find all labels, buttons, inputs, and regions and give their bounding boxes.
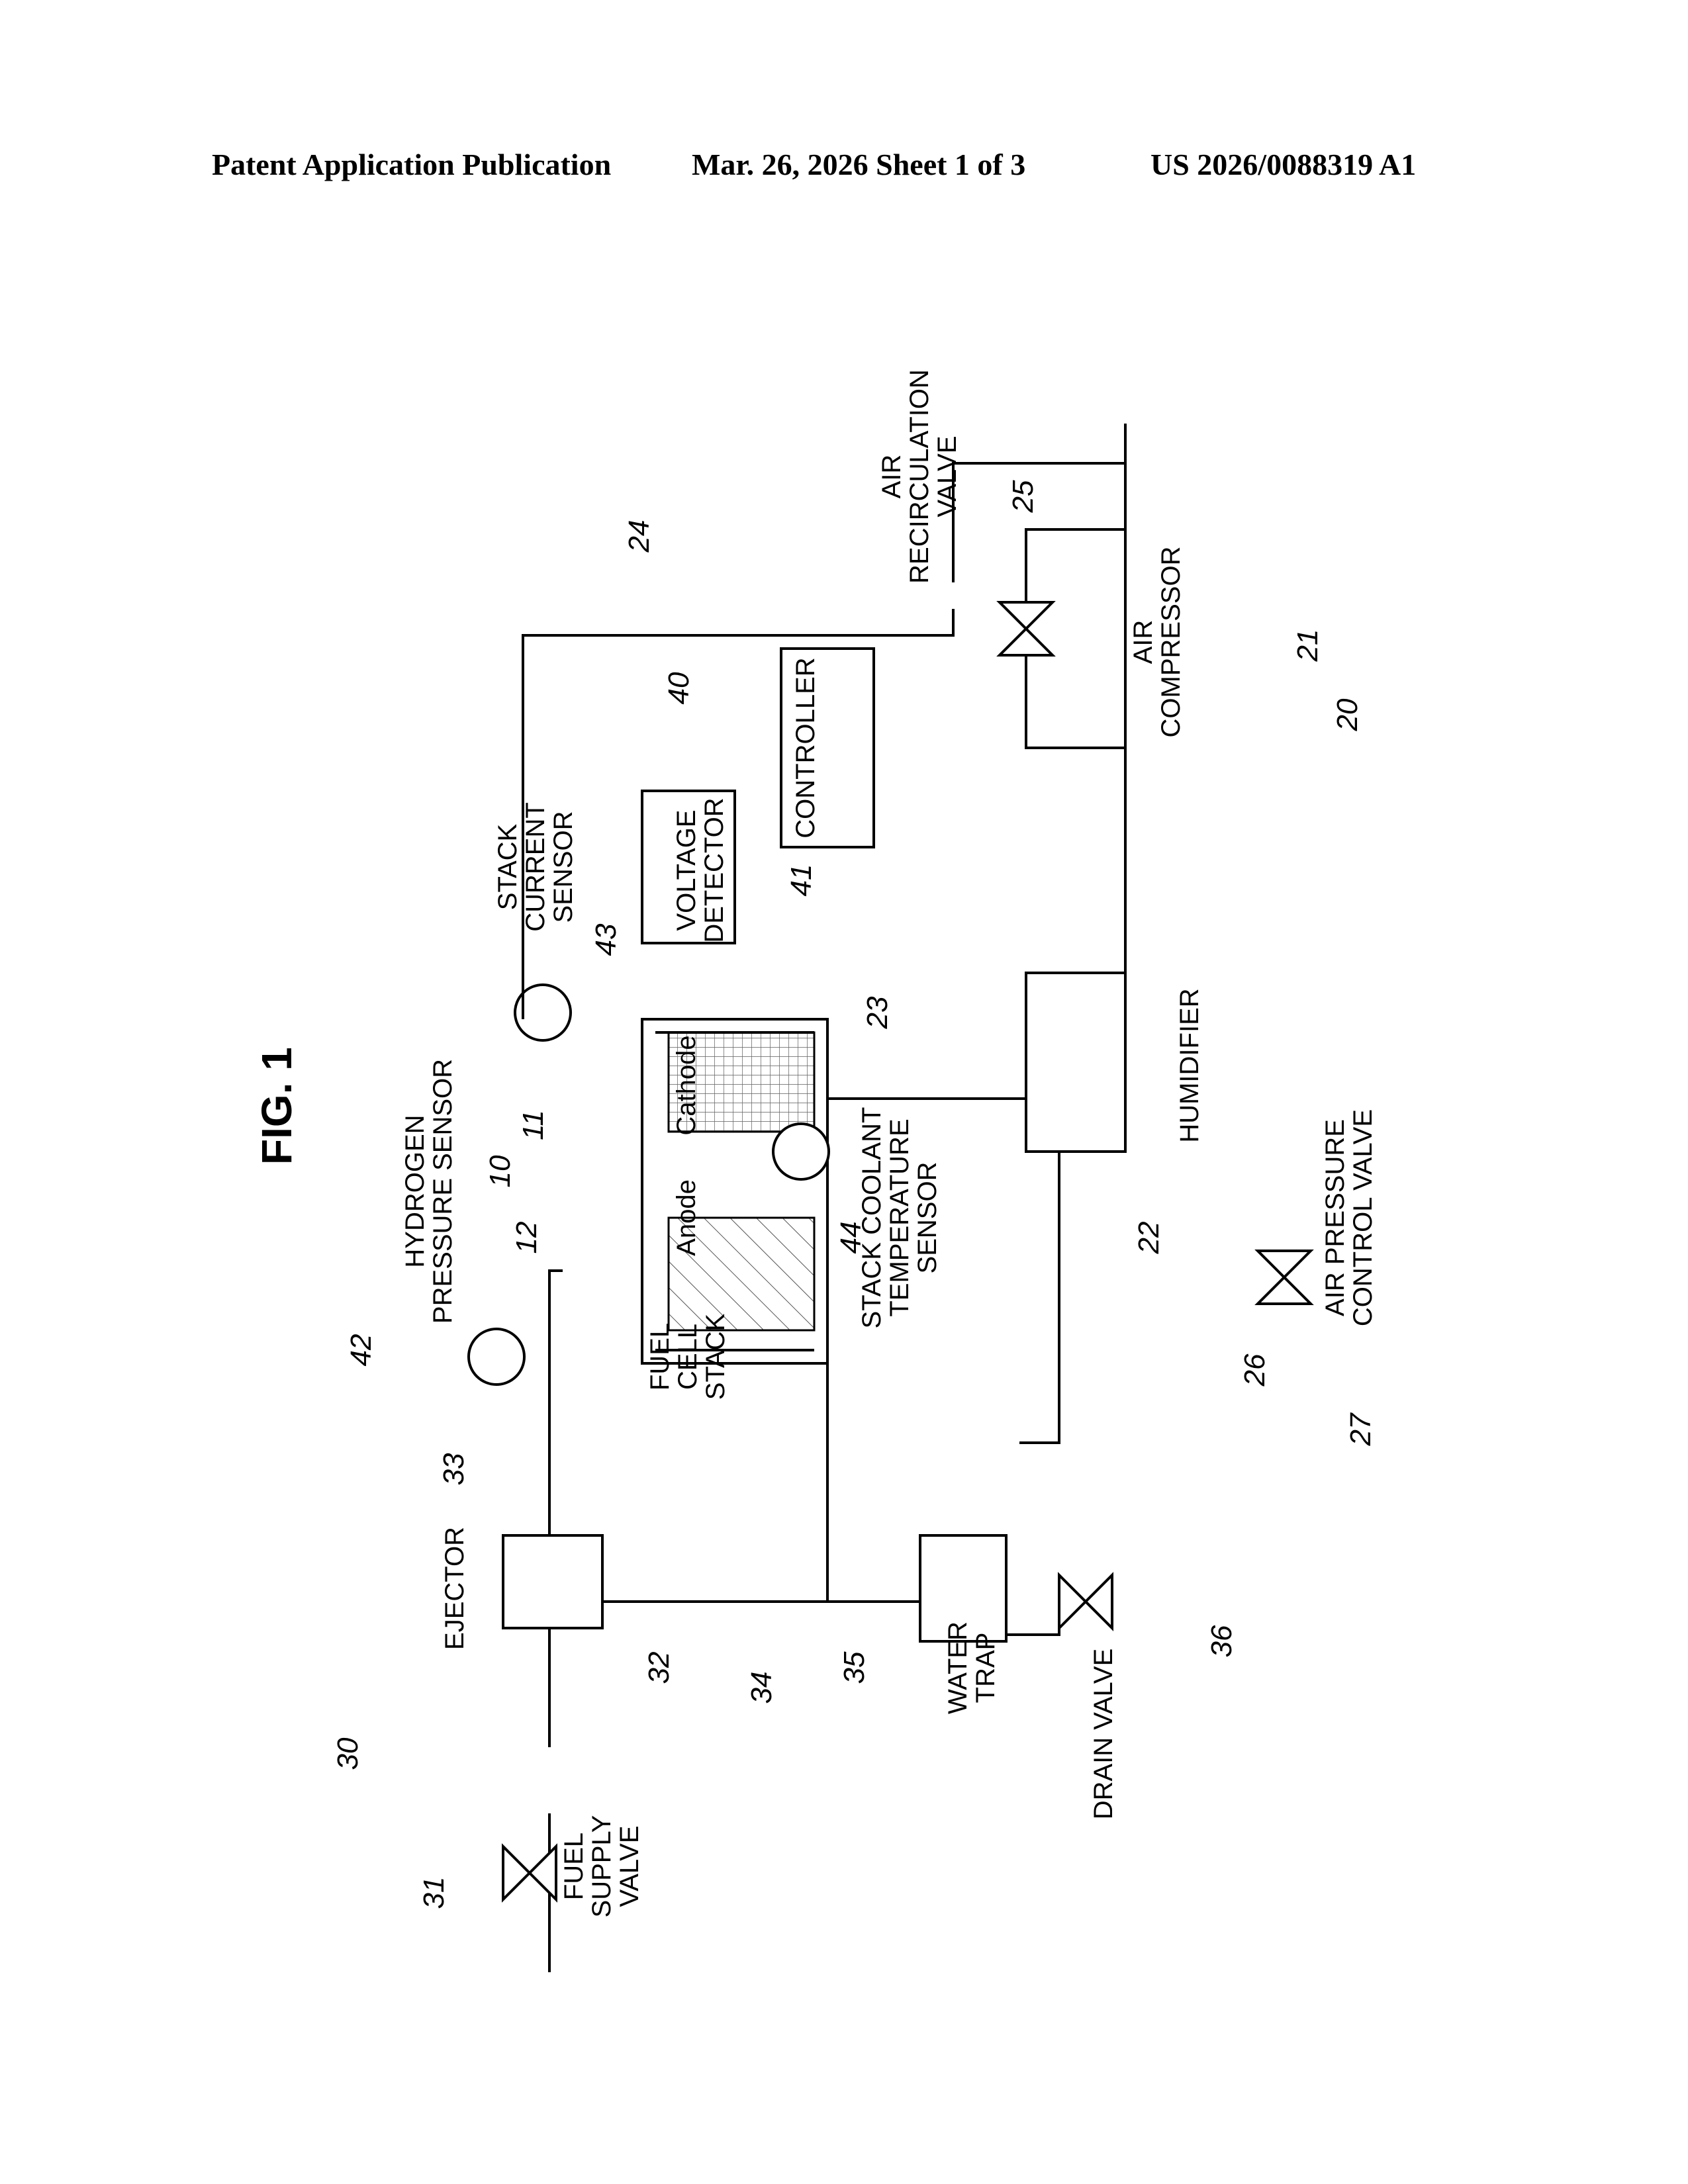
ejector-label: EJECTOR — [440, 1527, 469, 1650]
ref-number-24: 24 — [623, 520, 655, 553]
ref-number-33: 33 — [438, 1453, 470, 1485]
air-compressor-label: AIRCOMPRESSOR — [1129, 547, 1186, 738]
ref-number-43: 43 — [590, 923, 622, 956]
hydrogen-pressure-sensor — [469, 1329, 524, 1385]
air-pressure-control-valve — [1258, 1251, 1311, 1304]
ref-number-11: 11 — [517, 1110, 549, 1140]
ref-number-44: 44 — [835, 1222, 867, 1254]
cathode-label: Cathode — [672, 1035, 701, 1135]
ref-number-36: 36 — [1205, 1625, 1238, 1657]
ref-number-32: 32 — [643, 1652, 675, 1684]
fuel-cell-stack-label: FUELCELLSTACK — [645, 1313, 730, 1400]
ref-number-34: 34 — [745, 1672, 778, 1704]
ref-number-30: 30 — [332, 1737, 364, 1770]
hydrogen-pressure-sensor-label: HYDROGENPRESSURE SENSOR — [400, 1059, 457, 1324]
ref-number-35: 35 — [838, 1651, 870, 1684]
ref-number-21: 21 — [1291, 629, 1324, 662]
ref-number-23: 23 — [861, 996, 894, 1029]
air-recirculation-valve-label: AIRRECIRCULATIONVALVE — [877, 369, 962, 584]
ref-number-20: 20 — [1331, 698, 1364, 731]
fuel-supply-valve — [503, 1846, 556, 1899]
drain-valve-label: DRAIN VALVE — [1089, 1649, 1118, 1820]
stack-coolant-temperature-sensor — [773, 1124, 829, 1179]
air-pressure-control-valve-label: AIR PRESSURECONTROL VALVE — [1321, 1109, 1378, 1326]
figure-title: FIG. 1 — [253, 1047, 301, 1165]
humidifier-exhaust-line — [1019, 1152, 1059, 1443]
fuel-supply-valve-label: FUELSUPPLYVALVE — [559, 1815, 644, 1918]
stack-coolant-temperature-sensor-label: STACK COOLANTTEMPERATURESENSOR — [857, 1107, 942, 1329]
ref-number-12: 12 — [510, 1222, 543, 1254]
ref-number-22: 22 — [1133, 1222, 1165, 1255]
fuel-cell-stack — [642, 1019, 827, 1363]
cathode-exhaust-line-24 — [523, 609, 953, 1019]
ref-number-40: 40 — [663, 672, 695, 704]
stack-current-sensor-label: STACKCURRENTSENSOR — [493, 802, 578, 932]
ref-number-42: 42 — [345, 1334, 377, 1367]
ref-number-10: 10 — [484, 1155, 516, 1187]
voltage-detector-label: VOLTAGEDETECTOR — [672, 797, 729, 942]
water-trap-label: WATERTRAP — [943, 1621, 1000, 1714]
controller-label: CONTROLLER — [791, 657, 820, 838]
ref-number-31: 31 — [418, 1877, 450, 1909]
drain-valve — [1059, 1575, 1112, 1628]
humidifier-label: HUMIDIFIER — [1175, 988, 1204, 1142]
anode-inlet-line — [549, 1271, 563, 1324]
ref-number-27: 27 — [1344, 1412, 1377, 1446]
ref-number-41: 41 — [785, 864, 818, 897]
ref-number-25: 25 — [1007, 480, 1039, 513]
anode-label: Anode — [672, 1179, 701, 1256]
air-compressor — [1026, 529, 1125, 748]
ref-number-26: 26 — [1239, 1353, 1271, 1387]
humidifier — [1026, 973, 1125, 1152]
ejector — [503, 1535, 602, 1628]
